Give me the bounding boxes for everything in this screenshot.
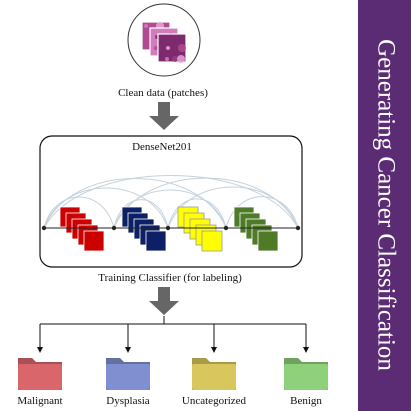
dense-connection: [43, 196, 115, 229]
class-branch-lines: [37, 316, 309, 353]
dense-connection: [43, 178, 227, 229]
dense-connection: [167, 198, 227, 229]
main-flow-line: [41, 225, 301, 231]
classifier-label: Training Classifier (for labeling): [98, 272, 242, 284]
dense-connections: [43, 175, 299, 229]
class-folders: Malignant Dysplasia Uncategorized Benign: [17, 358, 328, 407]
class-uncategorized: Uncategorized: [182, 358, 247, 407]
class-dysplasia: Dysplasia: [106, 358, 150, 407]
class-label: Malignant: [17, 395, 62, 407]
side-title: Generating Cancer Classification: [372, 39, 399, 371]
side-title-bar: [358, 0, 411, 411]
flow-node: [295, 225, 301, 231]
flow-node: [41, 225, 47, 231]
folder-icon: [106, 358, 150, 390]
dense-connection: [225, 196, 299, 229]
down-arrow-icon: [149, 102, 179, 130]
flow-node: [165, 225, 171, 231]
class-malignant: Malignant: [17, 358, 63, 407]
class-label: Dysplasia: [106, 395, 150, 407]
dense-connection: [43, 175, 299, 229]
flow-node: [223, 225, 229, 231]
class-label: Benign: [290, 395, 322, 407]
class-benign: Benign: [284, 358, 328, 407]
down-arrow-icon: [149, 287, 179, 315]
class-label: Uncategorized: [182, 395, 247, 407]
dense-connection: [113, 177, 299, 229]
tissue-patch-stack-icon: [127, 3, 201, 77]
folder-icon: [18, 358, 62, 390]
model-label: DenseNet201: [132, 141, 192, 153]
densenet-box: [39, 135, 303, 268]
folder-icon: [192, 358, 236, 390]
tissue-patch: [157, 33, 187, 63]
input-label: Clean data (patches): [118, 87, 208, 99]
dense-connection: [113, 199, 169, 229]
folder-icon: [284, 358, 328, 390]
flow-node: [111, 225, 117, 231]
